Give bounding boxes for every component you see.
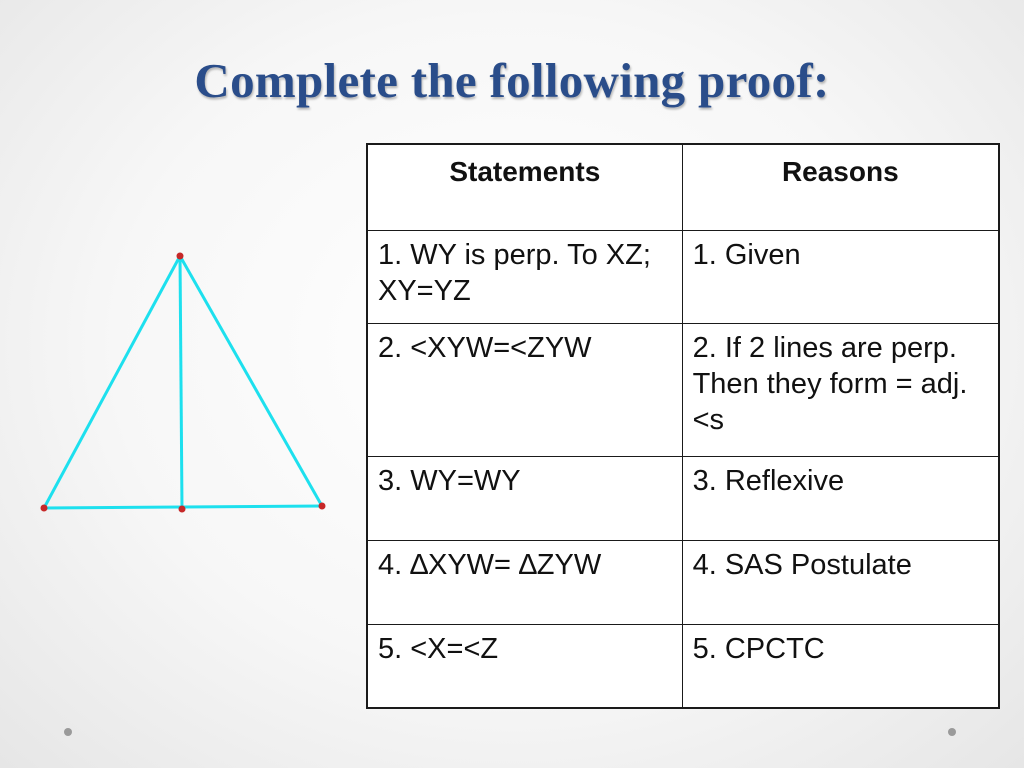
table-row: 4. ∆XYW= ∆ZYW 4. SAS Postulate	[366, 539, 1000, 625]
triangle-side-left	[42, 255, 182, 509]
decor-dot-right	[948, 728, 956, 736]
table-row: 2. <XYW=<ZYW 2. If 2 lines are perp. The…	[366, 322, 1000, 457]
vertex-point-top	[176, 252, 184, 260]
table-row: 5. <X=<Z 5. CPCTC	[366, 623, 1000, 709]
proof-table: Statements Reasons 1. WY is perp. To XZ;…	[366, 143, 1000, 709]
reason-cell: 4. SAS Postulate	[681, 539, 1000, 625]
statement-cell: 1. WY is perp. To XZ; XY=YZ	[366, 229, 683, 324]
reason-cell: 5. CPCTC	[681, 623, 1000, 709]
vertex-point-right	[318, 502, 326, 510]
table-header-row: Statements Reasons	[366, 143, 1000, 231]
table-row: 1. WY is perp. To XZ; XY=YZ 1. Given	[366, 229, 1000, 324]
header-statements: Statements	[366, 143, 683, 231]
statement-cell: 5. <X=<Z	[366, 623, 683, 709]
slide-title: Complete the following proof:	[194, 53, 830, 108]
triangle-side-right	[178, 255, 324, 507]
statement-cell: 4. ∆XYW= ∆ZYW	[366, 539, 683, 625]
reason-cell: 1. Given	[681, 229, 1000, 324]
statement-cell: 3. WY=WY	[366, 455, 683, 541]
reason-cell: 2. If 2 lines are perp. Then they form =…	[681, 322, 1000, 457]
triangle-altitude	[178, 255, 184, 510]
header-reasons: Reasons	[681, 143, 1000, 231]
vertex-point-foot	[178, 505, 186, 513]
reason-cell: 3. Reflexive	[681, 455, 1000, 541]
triangle-base	[43, 504, 323, 510]
statement-cell: 2. <XYW=<ZYW	[366, 322, 683, 457]
decor-dot-left	[64, 728, 72, 736]
vertex-point-left	[40, 504, 48, 512]
table-row: 3. WY=WY 3. Reflexive	[366, 455, 1000, 541]
